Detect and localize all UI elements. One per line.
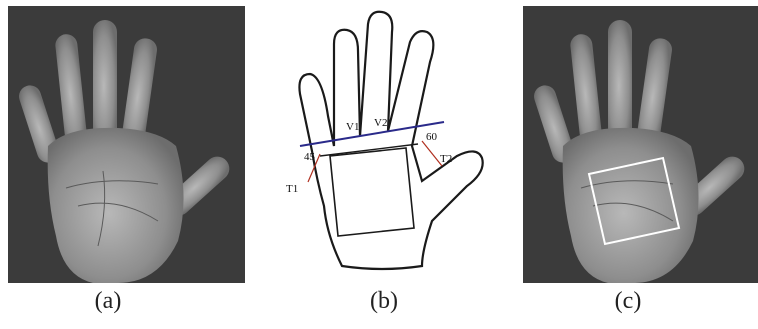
label-angle-left: 45 — [304, 151, 316, 163]
palm-lines-a — [65, 170, 159, 247]
label-angle-right: 60 — [426, 131, 438, 143]
hand-silhouette-c — [534, 20, 745, 283]
palm-photo-a — [8, 6, 245, 283]
palm-lines-c — [580, 180, 674, 222]
label-v1: V1 — [346, 121, 359, 133]
hand-outline — [298, 10, 484, 271]
label-t2: T2 — [440, 153, 452, 165]
label-v2: V2 — [374, 117, 387, 129]
roi-top-edge — [319, 143, 419, 157]
caption-a: (a) — [94, 288, 122, 314]
caption-c: (c) — [614, 288, 642, 314]
hand-outline-svg: V1 V2 45 60 T1 T2 — [286, 10, 484, 271]
guide-line-left — [307, 153, 321, 183]
label-t1: T1 — [286, 183, 298, 195]
guide-line-right — [421, 140, 443, 167]
roi-box-c — [587, 156, 681, 246]
hand-silhouette-a — [19, 20, 230, 283]
palm-photo-c — [523, 6, 758, 283]
outline-diagram-b: V1 V2 45 60 T1 T2 — [272, 6, 502, 283]
caption-b: (b) — [370, 288, 398, 314]
baseline-line — [299, 121, 445, 147]
palm-image-a — [19, 20, 230, 283]
palm-image-c — [534, 20, 745, 283]
roi-square-b — [329, 147, 415, 237]
